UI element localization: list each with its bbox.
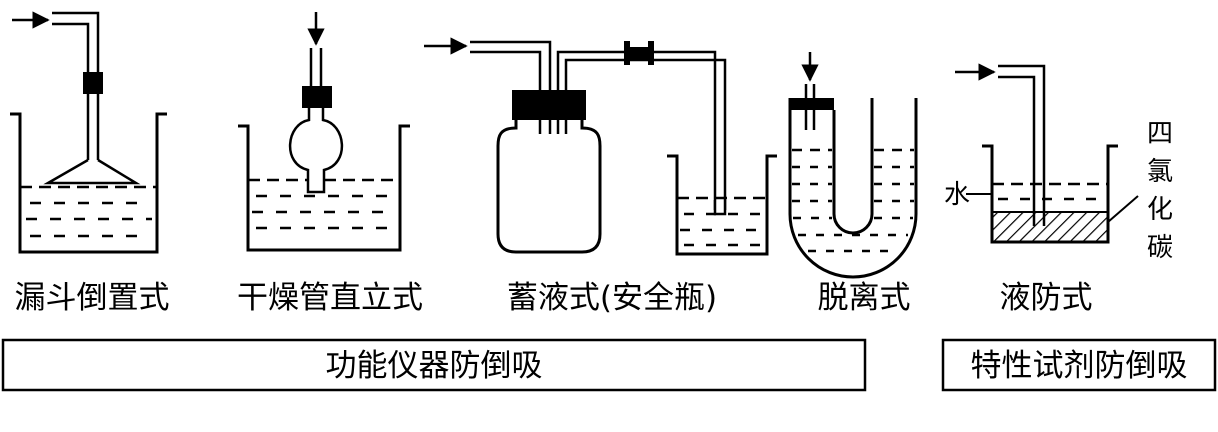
- liquid-surface: [677, 196, 767, 247]
- inlet-tube: [52, 11, 100, 160]
- reservoir-bottle: [496, 118, 602, 254]
- ccl4-leader-line: [1107, 195, 1139, 223]
- beaker: [10, 112, 167, 254]
- caption-safety-bottle: 蓄液式(安全瓶): [507, 280, 717, 316]
- liquid-surface: [792, 148, 914, 253]
- tube-clamp: [624, 41, 630, 65]
- rubber-stopper: [512, 90, 586, 120]
- connector-joint: [630, 47, 648, 59]
- category-box-reagent: 特性试剂防倒吸: [941, 338, 1217, 392]
- category-box-functional: 功能仪器防倒吸: [1, 338, 867, 392]
- category-reagent-label: 特性试剂防倒吸: [971, 348, 1188, 384]
- water-layer: [992, 182, 1108, 201]
- category-functional-label: 功能仪器防倒吸: [326, 348, 543, 384]
- safety-bottle-apparatus: [424, 37, 777, 256]
- water-label: 水: [944, 180, 970, 210]
- caption-upright-drying-tube: 干燥管直立式: [237, 280, 423, 316]
- ccl4-layer: [991, 211, 1109, 243]
- rubber-connector: [83, 72, 103, 94]
- beaker: [667, 154, 777, 256]
- ccl4-label-char: 碳: [1147, 233, 1173, 263]
- upright-drying-tube-apparatus: [238, 12, 410, 252]
- inverted-funnel: [43, 158, 141, 185]
- inlet-tube: [998, 64, 1046, 226]
- drying-tube-bulb: [288, 108, 344, 194]
- outlet-tube-tip: [713, 200, 727, 216]
- tube-clamp: [648, 41, 654, 65]
- ccl4-label-char: 化: [1147, 195, 1173, 225]
- beaker: [238, 124, 410, 252]
- caption-u-tube: 脱离式: [818, 280, 911, 316]
- tube-through-stopper: [538, 120, 568, 134]
- liquid-surface: [20, 185, 157, 238]
- rubber-stopper: [790, 98, 834, 110]
- rubber-stopper: [302, 86, 332, 108]
- caption-inverted-funnel: 漏斗倒置式: [15, 280, 170, 316]
- caption-liquid-layer: 液防式: [1000, 280, 1093, 316]
- u-tube-apparatus: [788, 52, 918, 279]
- ccl4-label-char: 四: [1147, 119, 1173, 149]
- ccl4-label-char: 氯: [1147, 157, 1173, 187]
- inverted-funnel-apparatus: [10, 11, 167, 254]
- u-tube: [788, 98, 918, 279]
- liquid-layer-apparatus: 水 四 氯 化 碳: [944, 63, 1173, 263]
- inlet-tube: [309, 48, 323, 88]
